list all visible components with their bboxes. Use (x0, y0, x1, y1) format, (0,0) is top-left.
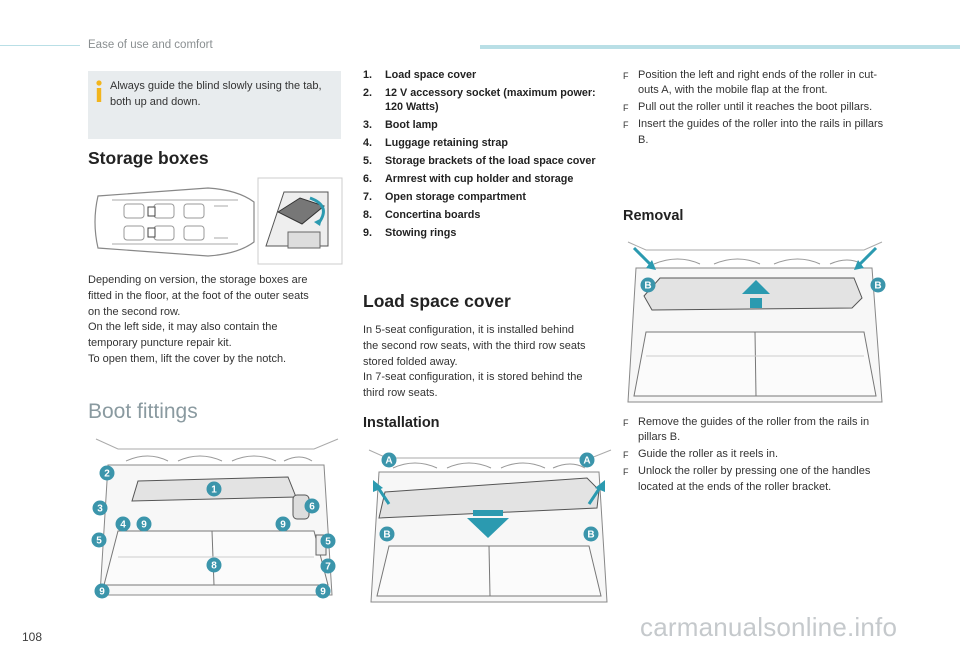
header-rule-right (480, 45, 960, 49)
svg-text:A: A (583, 456, 590, 467)
list-item: 3.Boot lamp (363, 119, 438, 131)
svg-text:5: 5 (325, 537, 331, 548)
callout-B-left: B (379, 526, 395, 542)
boot-fittings-legend: 1.Load space cover 2.12 V accessory sock… (363, 68, 609, 244)
callout-A-right: A (579, 452, 595, 468)
list-item: 6.Armrest with cup holder and storage (363, 173, 574, 185)
svg-text:9: 9 (320, 587, 326, 598)
list-item: 5.Storage brackets of the load space cov… (363, 155, 596, 167)
list-item: 4.Luggage retaining strap (363, 137, 508, 149)
svg-text:1: 1 (211, 485, 217, 496)
boot-fittings-illustration (88, 435, 344, 603)
info-icon (96, 80, 102, 102)
text-line: On the left side, it may also contain th… (88, 321, 278, 334)
svg-text:3: 3 (97, 504, 103, 515)
text-line: third row seats. (363, 387, 438, 400)
text-line: temporary puncture repair kit. (88, 337, 232, 350)
callout-B-right: B (583, 526, 599, 542)
watermark: carmanualsonline.info (640, 612, 898, 642)
callout-6: 6 (304, 498, 320, 514)
svg-text:7: 7 (325, 562, 331, 573)
svg-text:6: 6 (309, 502, 315, 513)
svg-text:5: 5 (96, 536, 102, 547)
list-item: 7.Open storage compartment (363, 191, 526, 203)
list-item: 8.Concertina boards (363, 209, 481, 221)
callout-4: 4 (115, 516, 131, 532)
installation-illustration: A A B B (363, 446, 615, 604)
callout-3: 3 (92, 500, 108, 516)
callout-5-right: 5 (320, 533, 336, 549)
svg-text:B: B (587, 530, 594, 541)
storage-boxes-text: Depending on version, the storage boxes … (88, 273, 344, 368)
text-line: on the second row. (88, 305, 181, 318)
text-line: In 5-seat configuration, it is installed… (363, 324, 574, 336)
callout-1: 1 (206, 481, 222, 497)
callout-7: 7 (320, 558, 336, 574)
text-line: In 7-seat configuration, it is stored be… (363, 371, 583, 384)
svg-text:B: B (874, 281, 881, 292)
text-line: fitted in the floor, at the foot of the … (88, 289, 309, 302)
text-line: Depending on version, the storage boxes … (88, 274, 308, 286)
text-line: To open them, lift the cover by the notc… (88, 352, 287, 365)
svg-text:4: 4 (120, 520, 126, 531)
svg-text:B: B (644, 281, 651, 292)
callout-9-d: 9 (315, 583, 331, 599)
callout-9-a: 9 (136, 516, 152, 532)
section-header: Ease of use and comfort (88, 39, 213, 51)
callout-8: 8 (206, 557, 222, 573)
callout-9-b: 9 (275, 516, 291, 532)
load-space-cover-title: Load space cover (363, 291, 511, 311)
text-line: the second row seats, with the third row… (363, 339, 586, 352)
callout-5-left: 5 (91, 532, 107, 548)
callout-B-right: B (870, 277, 886, 293)
list-item: 2.12 V accessory socket (maximum power: … (363, 87, 596, 113)
installation-title: Installation (363, 415, 440, 431)
callout-A-left: A (381, 452, 397, 468)
svg-text:8: 8 (211, 561, 217, 572)
storage-boxes-title: Storage boxes (88, 148, 209, 168)
list-item: 1.Load space cover (363, 69, 477, 81)
svg-text:9: 9 (99, 587, 105, 598)
note-box: Always guide the blind slowly using the … (88, 71, 341, 139)
storage-boxes-illustration (88, 176, 344, 268)
callout-B-left: B (640, 277, 656, 293)
svg-text:2: 2 (104, 469, 110, 480)
svg-text:B: B (383, 530, 390, 541)
removal-title: Removal (623, 208, 684, 224)
header-rule-left (0, 45, 80, 46)
svg-text:A: A (385, 456, 392, 467)
page-number: 108 (22, 630, 43, 644)
svg-text:9: 9 (141, 520, 147, 531)
svg-text:9: 9 (280, 520, 286, 531)
load-space-cover-text: In 5-seat configuration, it is installed… (363, 323, 611, 402)
note-text: Always guide the blind slowly using the … (110, 80, 322, 108)
removal-illustration: B B (622, 238, 888, 404)
callout-9-c: 9 (94, 583, 110, 599)
text-line: stored folded away. (363, 355, 458, 368)
callout-2: 2 (99, 465, 115, 481)
list-item: 9.Stowing rings (363, 227, 457, 239)
boot-callouts: 1 2 3 4 5 5 6 7 8 9 9 9 9 (88, 435, 344, 603)
boot-fittings-title: Boot fittings (88, 400, 198, 423)
